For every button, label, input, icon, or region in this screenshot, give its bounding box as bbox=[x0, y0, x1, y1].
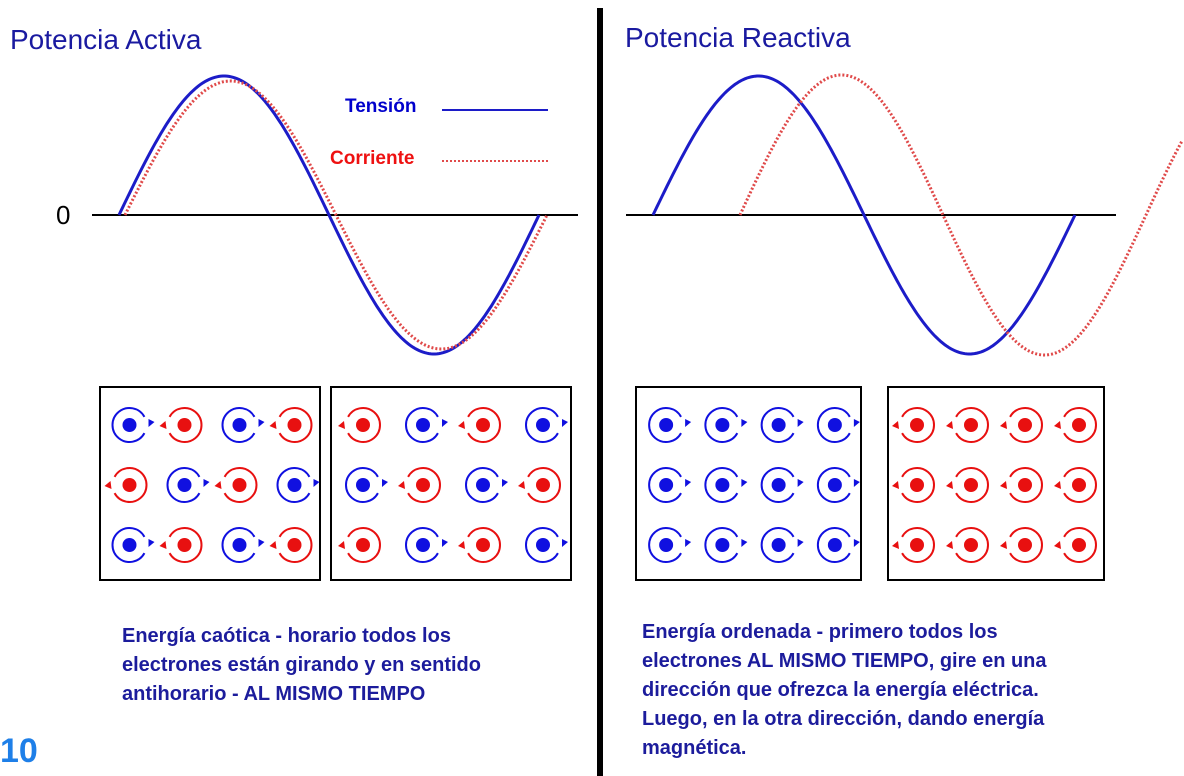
electron-red bbox=[946, 527, 989, 563]
electron-blue bbox=[704, 407, 748, 443]
electron-blue bbox=[816, 407, 860, 443]
electron-red bbox=[946, 407, 989, 443]
right-box-2 bbox=[887, 386, 1105, 581]
left-voltage-wave bbox=[117, 74, 541, 356]
electron-blue bbox=[221, 527, 265, 563]
right-caption-line: dirección que ofrezca la energía eléctri… bbox=[642, 679, 1039, 701]
electron-red bbox=[159, 407, 203, 443]
electron-blue bbox=[760, 527, 804, 563]
electron-red bbox=[1054, 527, 1097, 563]
right-caption: Energía ordenada - primero todos los ele… bbox=[642, 618, 1182, 763]
electron-blue bbox=[221, 407, 265, 443]
left-caption: Energía caótica - horario todos los elec… bbox=[122, 622, 562, 709]
electron-blue bbox=[648, 527, 692, 563]
electron-blue bbox=[111, 407, 155, 443]
electron-red bbox=[338, 527, 381, 563]
left-current-wave bbox=[123, 79, 549, 351]
right-caption-line: magnética. bbox=[642, 737, 747, 759]
electron-blue bbox=[704, 467, 748, 503]
electron-red bbox=[1000, 407, 1043, 443]
electron-blue bbox=[276, 467, 320, 503]
right-title: Potencia Reactiva bbox=[625, 22, 851, 53]
electron-red bbox=[1000, 527, 1043, 563]
electron-red bbox=[269, 407, 313, 443]
electron-red bbox=[458, 527, 501, 563]
right-voltage-wave bbox=[651, 74, 1077, 356]
left-caption-line: Energía caótica - horario todos los bbox=[122, 625, 451, 647]
right-caption-line: Luego, en la otra dirección, dando energ… bbox=[642, 708, 1045, 730]
electron-blue bbox=[405, 407, 448, 443]
electron-red bbox=[892, 407, 935, 443]
electron-blue bbox=[166, 467, 210, 503]
electron-red bbox=[518, 467, 561, 503]
left-caption-line: electrones están girando y en sentido bbox=[122, 654, 481, 676]
electron-red bbox=[892, 527, 935, 563]
electron-red bbox=[458, 407, 501, 443]
electron-groups bbox=[104, 407, 1097, 563]
electron-blue bbox=[111, 527, 155, 563]
right-box-1 bbox=[635, 386, 862, 581]
right-caption-line: electrones AL MISMO TIEMPO, gire en una bbox=[642, 650, 1047, 672]
electron-blue bbox=[760, 407, 804, 443]
electron-red bbox=[159, 527, 203, 563]
electron-blue bbox=[648, 467, 692, 503]
page-number: 10 bbox=[0, 732, 38, 770]
electron-red bbox=[104, 467, 148, 503]
electron-blue bbox=[816, 527, 860, 563]
electron-red bbox=[398, 467, 441, 503]
left-title: Potencia Activa bbox=[10, 24, 202, 55]
electron-blue bbox=[648, 407, 692, 443]
electron-red bbox=[892, 467, 935, 503]
electron-red bbox=[946, 467, 989, 503]
electron-blue bbox=[345, 467, 388, 503]
right-current-wave bbox=[738, 73, 1184, 357]
electron-blue bbox=[760, 467, 804, 503]
left-box-2 bbox=[330, 386, 572, 581]
electron-blue bbox=[816, 467, 860, 503]
legend-voltage: Tensión bbox=[345, 96, 417, 117]
electron-blue bbox=[525, 407, 568, 443]
left-caption-line: antihorario - AL MISMO TIEMPO bbox=[122, 683, 426, 705]
electron-blue bbox=[525, 527, 568, 563]
left-box-1 bbox=[99, 386, 321, 581]
electron-red bbox=[1054, 467, 1097, 503]
electron-red bbox=[338, 407, 381, 443]
electron-red bbox=[269, 527, 313, 563]
right-caption-line: Energía ordenada - primero todos los bbox=[642, 621, 998, 643]
electron-red bbox=[1000, 467, 1043, 503]
zero-label: 0 bbox=[56, 200, 71, 230]
legend-current: Corriente bbox=[330, 148, 415, 169]
electron-blue bbox=[465, 467, 508, 503]
electron-red bbox=[214, 467, 258, 503]
electron-blue bbox=[704, 527, 748, 563]
electron-blue bbox=[405, 527, 448, 563]
electron-red bbox=[1054, 407, 1097, 443]
